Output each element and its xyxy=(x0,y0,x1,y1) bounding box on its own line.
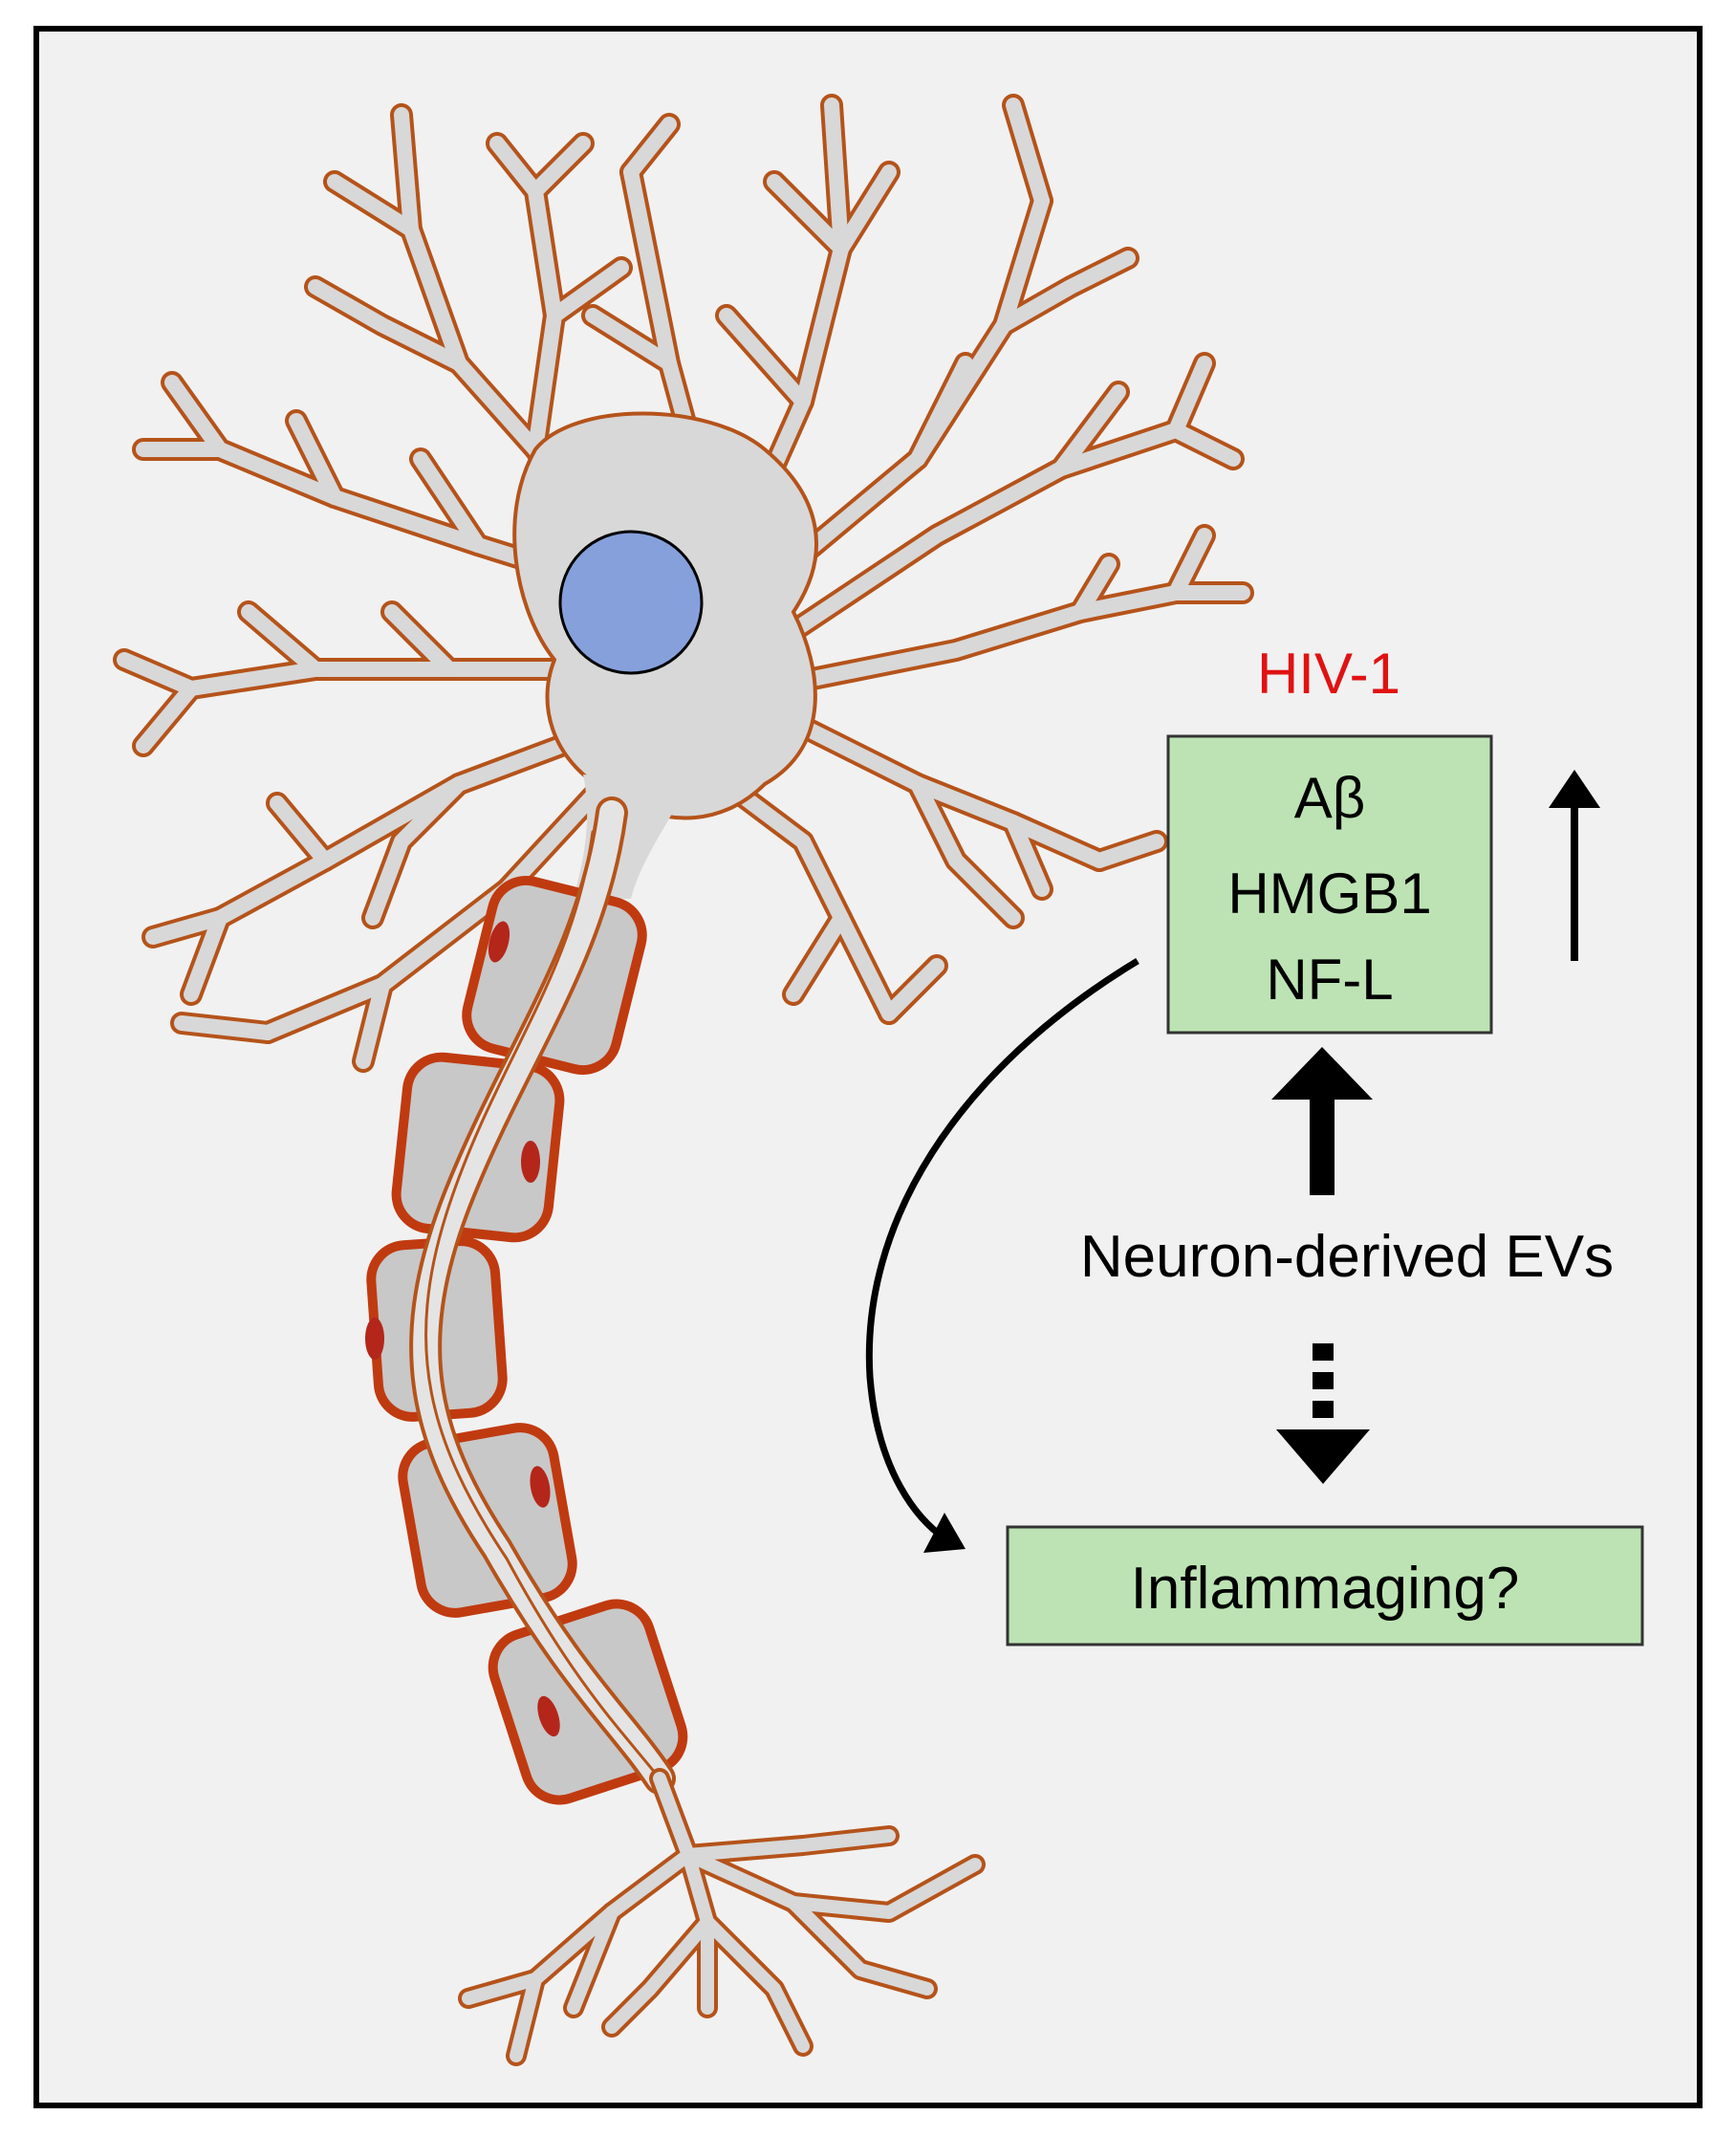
nucleus xyxy=(558,530,704,675)
frame-background xyxy=(33,26,1703,2108)
marker-label: NF-L xyxy=(1266,948,1393,1012)
axon xyxy=(409,796,676,1795)
virus-label: HIV-1 xyxy=(1257,642,1400,706)
axon-terminals xyxy=(458,1768,986,2066)
outcome-box: Inflammaging? xyxy=(1006,1525,1644,1646)
marker-label: HMGB1 xyxy=(1227,861,1431,926)
neuron-icon xyxy=(113,94,1254,2066)
up-arrow-icon xyxy=(1549,770,1600,961)
marker-box: Aβ HMGB1 NF-L xyxy=(1166,734,1493,1035)
source-label: Neuron-derived EVs xyxy=(1080,1224,1614,1290)
thick-up-arrow xyxy=(1271,1047,1373,1195)
marker-label: Aβ xyxy=(1294,766,1366,830)
dashed-down-arrow xyxy=(1276,1343,1370,1484)
outcome-label: Inflammaging? xyxy=(1131,1556,1520,1622)
curved-arrow xyxy=(865,958,1139,1553)
